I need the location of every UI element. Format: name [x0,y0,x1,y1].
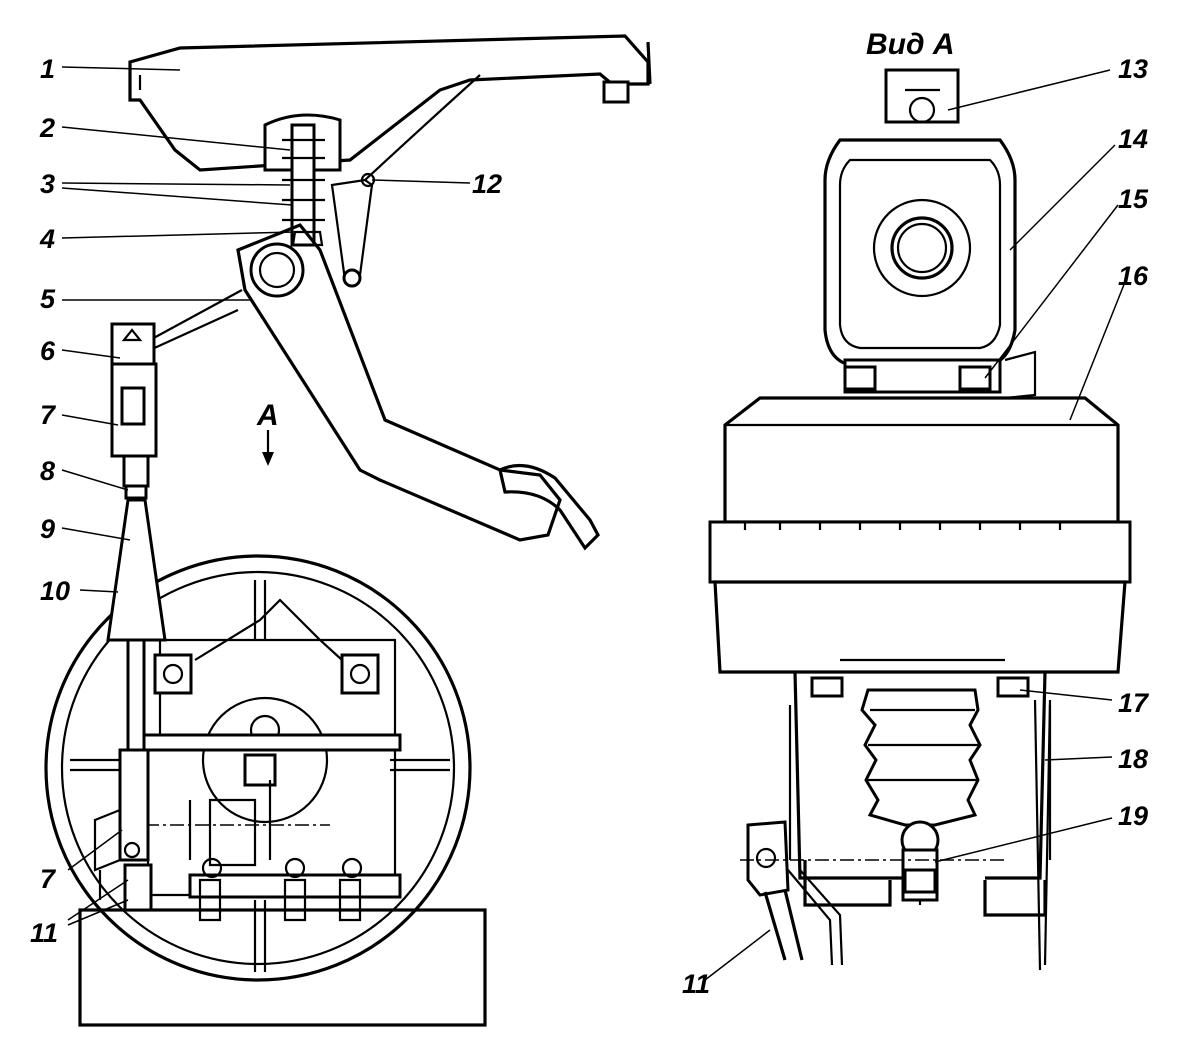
stop-light-switch [263,113,342,247]
rubber-boot [860,688,982,827]
callout-7-lower: 7 [40,864,57,894]
callout-1: 1 [40,54,55,84]
return-spring [330,74,481,288]
callout-16: 16 [1118,261,1149,291]
pedal-lever-end [740,820,1005,966]
callout-14: 14 [1118,124,1148,154]
callout-11-right: 11 [682,969,710,999]
callout-11-left: 11 [30,918,58,948]
brake-pedal-lever [236,223,600,551]
view-arrow-label: А [256,399,279,432]
callout-9: 9 [40,514,55,544]
vacuum-booster [708,350,1132,674]
view-a: Вид А [682,28,1150,999]
callout-15: 15 [1118,184,1149,214]
callout-10: 10 [40,576,70,606]
lever-rod [93,498,167,912]
leader-lines-left [61,66,471,926]
callout-3: 3 [40,169,55,199]
master-cylinder [823,138,1017,367]
callout-13: 13 [1118,54,1148,84]
side-view: А 1 2 3 4 5 6 7 8 9 10 7 11 12 [30,34,652,1027]
leader-lines-right [704,69,1126,981]
callout-7-upper: 7 [40,400,57,430]
callout-2: 2 [39,113,55,143]
callout-5: 5 [40,284,56,314]
push-rod-end [900,820,940,905]
callout-4: 4 [39,224,55,254]
callout-8: 8 [40,456,55,486]
brake-drum-housing [44,554,487,1027]
view-arrow [262,430,274,466]
callout-6: 6 [40,336,56,366]
callout-12: 12 [472,169,502,199]
callout-19: 19 [1118,801,1148,831]
view-a-title: Вид А [866,28,955,61]
pedal-bracket [128,34,652,172]
reservoir-cap [884,68,960,124]
callout-18: 18 [1118,744,1148,774]
push-rod [110,289,243,500]
callout-17: 17 [1118,688,1150,718]
